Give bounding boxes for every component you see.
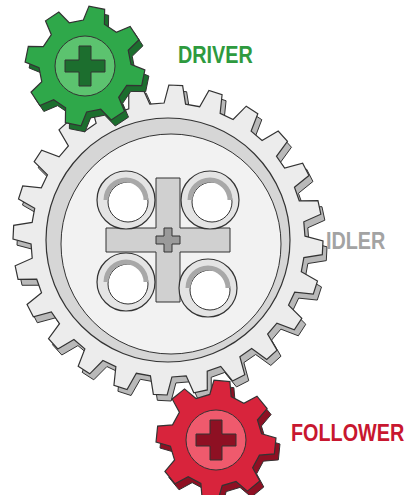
idler-gear — [13, 85, 327, 401]
gear-hub — [55, 36, 115, 96]
gear-hub — [186, 410, 246, 470]
axle-hole — [156, 228, 180, 252]
pin-hole-shade — [188, 268, 228, 288]
axle-hole — [196, 420, 236, 460]
gear-face — [156, 380, 276, 495]
axle-hole — [65, 46, 105, 86]
gear-face — [25, 6, 145, 126]
pin-hole-rim — [179, 259, 237, 317]
part-label: IDLER — [326, 228, 385, 255]
part-label: FOLLOWER — [291, 420, 404, 447]
driver-gear — [25, 6, 149, 132]
part-label: DRIVER — [178, 42, 253, 69]
pin-hole-rim — [181, 171, 239, 229]
pin-hole-rim — [97, 253, 155, 311]
pin-hole-shade — [106, 180, 146, 200]
gear-face — [13, 85, 323, 395]
follower-gear — [156, 380, 280, 495]
pin-hole-rim — [97, 171, 155, 229]
gear-web — [61, 134, 281, 354]
pin-hole-shade — [190, 180, 230, 200]
pin-hole-shade — [106, 262, 146, 282]
gear-rim — [46, 118, 290, 362]
